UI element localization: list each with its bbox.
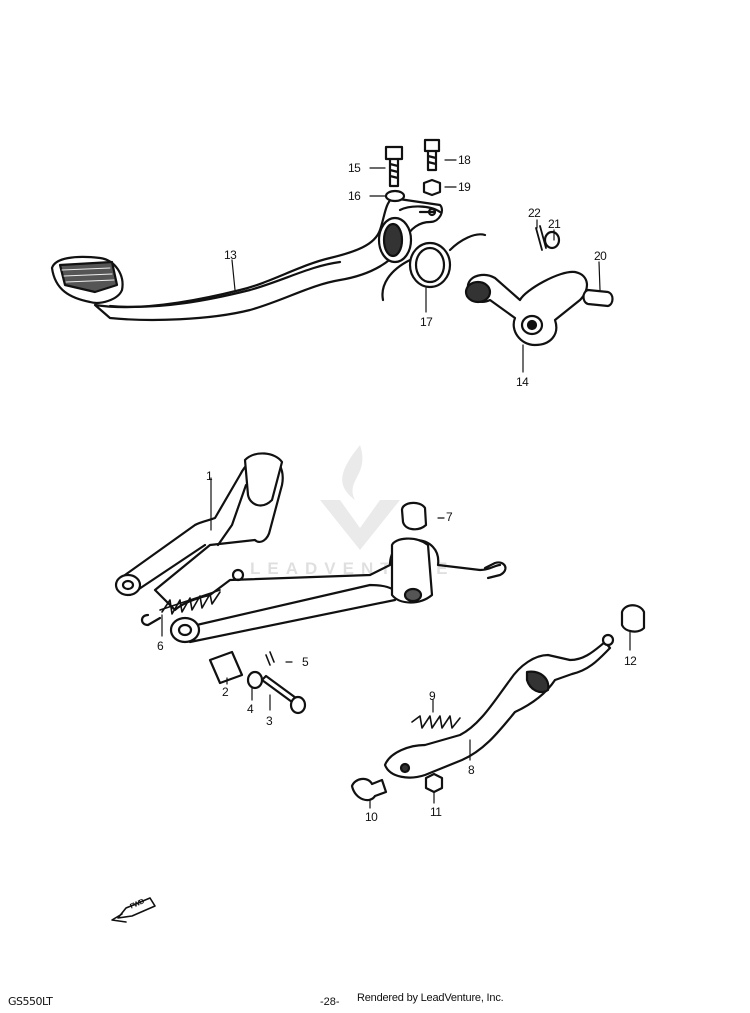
- callout-21: 21: [548, 217, 561, 231]
- callout-8: 8: [468, 763, 475, 777]
- callout-16: 16: [348, 189, 361, 203]
- callout-11: 11: [430, 805, 442, 819]
- return-spring-17: [381, 233, 487, 302]
- callout-14: 14: [516, 375, 529, 389]
- callout-18: 18: [458, 153, 471, 167]
- bolt-15: [384, 145, 404, 188]
- callout-9: 9: [429, 689, 436, 703]
- cotter-pin-5: [265, 651, 275, 666]
- watermark-logo: [320, 445, 400, 550]
- bolt-18: [423, 138, 441, 172]
- bolt-10: [350, 777, 388, 802]
- callout-7: 7: [446, 510, 453, 524]
- callout-2: 2: [222, 685, 229, 699]
- leader-lines: [161, 159, 631, 809]
- model-code: GS550LT: [8, 995, 53, 1008]
- callout-12: 12: [624, 654, 637, 668]
- brake-pedal-13: [50, 196, 444, 322]
- callout-19: 19: [458, 180, 471, 194]
- pin-20: [582, 288, 614, 308]
- callout-1: 1: [206, 469, 213, 483]
- callout-5: 5: [302, 655, 309, 669]
- callout-20: 20: [594, 249, 607, 263]
- callout-15: 15: [348, 161, 361, 175]
- nut-11: [424, 772, 444, 794]
- washer-21: [543, 230, 561, 250]
- side-stand-spring-9: [411, 715, 461, 729]
- nut-19: [422, 178, 442, 197]
- render-credit: Rendered by LeadVenture, Inc.: [357, 992, 504, 1004]
- page-number: -28-: [320, 996, 340, 1008]
- side-stand-8: [383, 633, 615, 779]
- washer-16: [384, 189, 406, 203]
- stopper-rubber-12: [620, 604, 646, 633]
- cotter-pin-22: [535, 225, 547, 251]
- fwd-arrow-icon: [111, 897, 156, 923]
- callout-4: 4: [247, 702, 254, 716]
- pivot-bolt-3: [260, 674, 307, 715]
- callout-10: 10: [365, 810, 378, 824]
- callout-3: 3: [266, 714, 273, 728]
- stopper-rubber-7: [400, 501, 428, 531]
- brake-shaft-14: [464, 270, 588, 347]
- center-stand-1: [114, 452, 507, 644]
- stand-spring-6: [140, 589, 221, 627]
- callout-17: 17: [420, 315, 433, 329]
- callout-22: 22: [528, 206, 541, 220]
- callout-6: 6: [157, 639, 164, 653]
- washer-4: [246, 670, 264, 690]
- bushing-2: [208, 650, 244, 685]
- callout-13: 13: [224, 248, 237, 262]
